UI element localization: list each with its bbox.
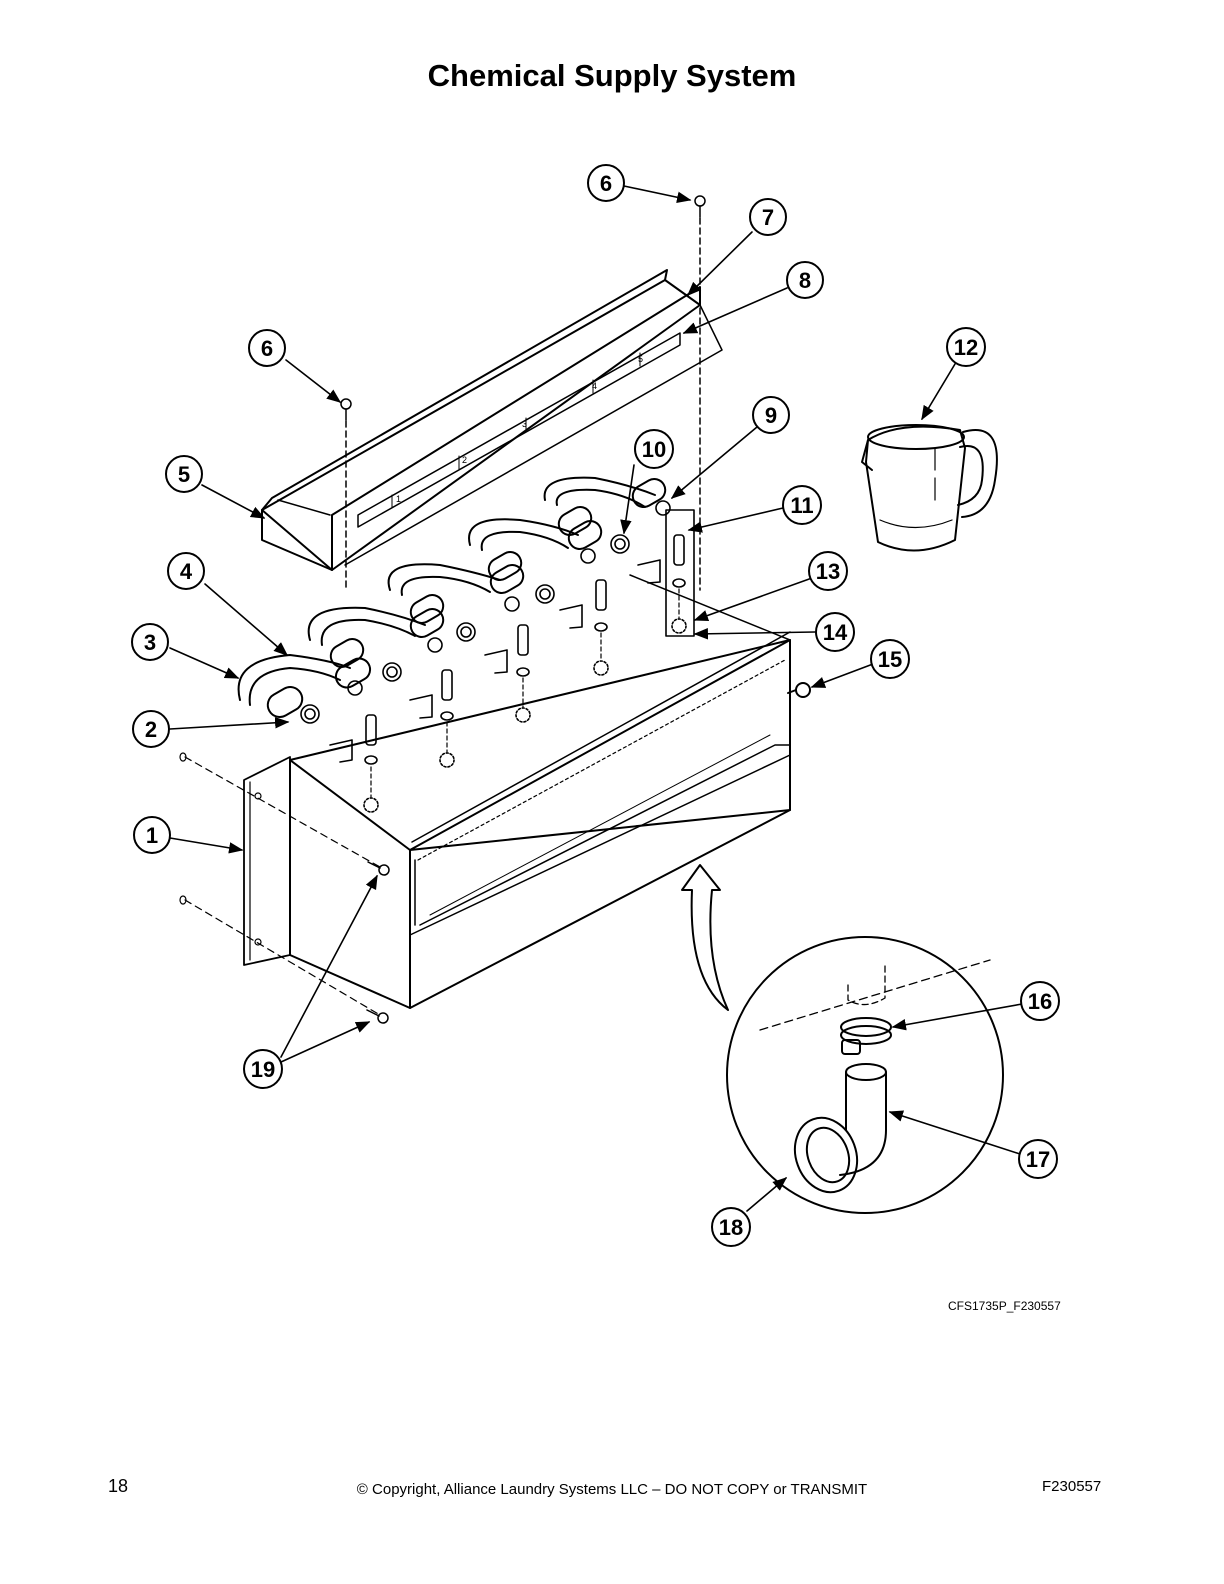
- callout-12: 12: [946, 327, 986, 367]
- callout-3: 3: [131, 623, 169, 661]
- callout-5: 5: [165, 455, 203, 493]
- svg-text:9: 9: [765, 403, 777, 428]
- svg-text:13: 13: [816, 559, 840, 584]
- manifold-cover: 1 2 3 4 5: [261, 269, 723, 571]
- svg-text:4: 4: [180, 559, 193, 584]
- chemical-housing: [179, 574, 791, 1016]
- svg-text:11: 11: [790, 493, 813, 518]
- callout-15: 15: [870, 639, 910, 679]
- callout-17: 17: [1018, 1139, 1058, 1179]
- svg-text:17: 17: [1026, 1147, 1050, 1172]
- svg-text:18: 18: [719, 1215, 743, 1240]
- svg-text:10: 10: [642, 437, 666, 462]
- callout-19: 19: [243, 1049, 283, 1089]
- svg-text:14: 14: [823, 620, 848, 645]
- callout-2: 2: [132, 710, 170, 748]
- svg-text:3: 3: [144, 630, 156, 655]
- rear-knob: [787, 682, 811, 698]
- footer-copyright: © Copyright, Alliance Laundry Systems LL…: [356, 1481, 868, 1498]
- page-number: 18: [108, 1476, 129, 1496]
- callout-6-top: 6: [587, 164, 625, 202]
- callout-bubbles: 1 2 3 4 5 6 6 7 8 9 10 11 12 13 14 15 16…: [131, 164, 1060, 1247]
- callout-11: 11: [782, 485, 822, 525]
- callout-1: 1: [133, 816, 171, 854]
- window-label-2: 2: [462, 455, 467, 465]
- measuring-cup: [861, 424, 998, 552]
- callout-18: 18: [711, 1207, 751, 1247]
- callout-14: 14: [815, 612, 855, 652]
- window-label-3: 3: [522, 419, 527, 429]
- callout-10: 10: [634, 429, 674, 469]
- window-label-5: 5: [638, 354, 643, 364]
- window-label-4: 4: [592, 381, 597, 391]
- svg-text:8: 8: [799, 268, 811, 293]
- svg-text:1: 1: [146, 823, 158, 848]
- callout-7: 7: [749, 198, 787, 236]
- nozzles: [329, 509, 695, 813]
- svg-text:7: 7: [762, 205, 774, 230]
- drawing-id: CFS1735P_F230557: [948, 1299, 1061, 1313]
- callout-8: 8: [786, 261, 824, 299]
- callout-13: 13: [808, 551, 848, 591]
- svg-text:19: 19: [251, 1057, 275, 1082]
- svg-text:16: 16: [1028, 989, 1052, 1014]
- footer-doc-id: F230557: [1042, 1478, 1102, 1495]
- leader-lines: [169, 185, 1023, 1212]
- callout-6-left: 6: [248, 329, 286, 367]
- hose-clamps: [300, 500, 671, 724]
- svg-text:12: 12: [954, 335, 978, 360]
- housing-screws: [366, 861, 390, 1024]
- svg-text:2: 2: [145, 717, 157, 742]
- window-label-1: 1: [396, 494, 401, 504]
- page-title: Chemical Supply System: [427, 58, 797, 93]
- callout-4: 4: [167, 552, 205, 590]
- svg-text:15: 15: [878, 647, 902, 672]
- svg-text:5: 5: [178, 462, 190, 487]
- manifold-window-labels: 1 2 3 4 5: [396, 354, 643, 504]
- callout-9: 9: [752, 396, 790, 434]
- detail-view: [681, 864, 1004, 1214]
- svg-text:6: 6: [600, 171, 612, 196]
- svg-text:6: 6: [261, 336, 273, 361]
- callout-16: 16: [1020, 981, 1060, 1021]
